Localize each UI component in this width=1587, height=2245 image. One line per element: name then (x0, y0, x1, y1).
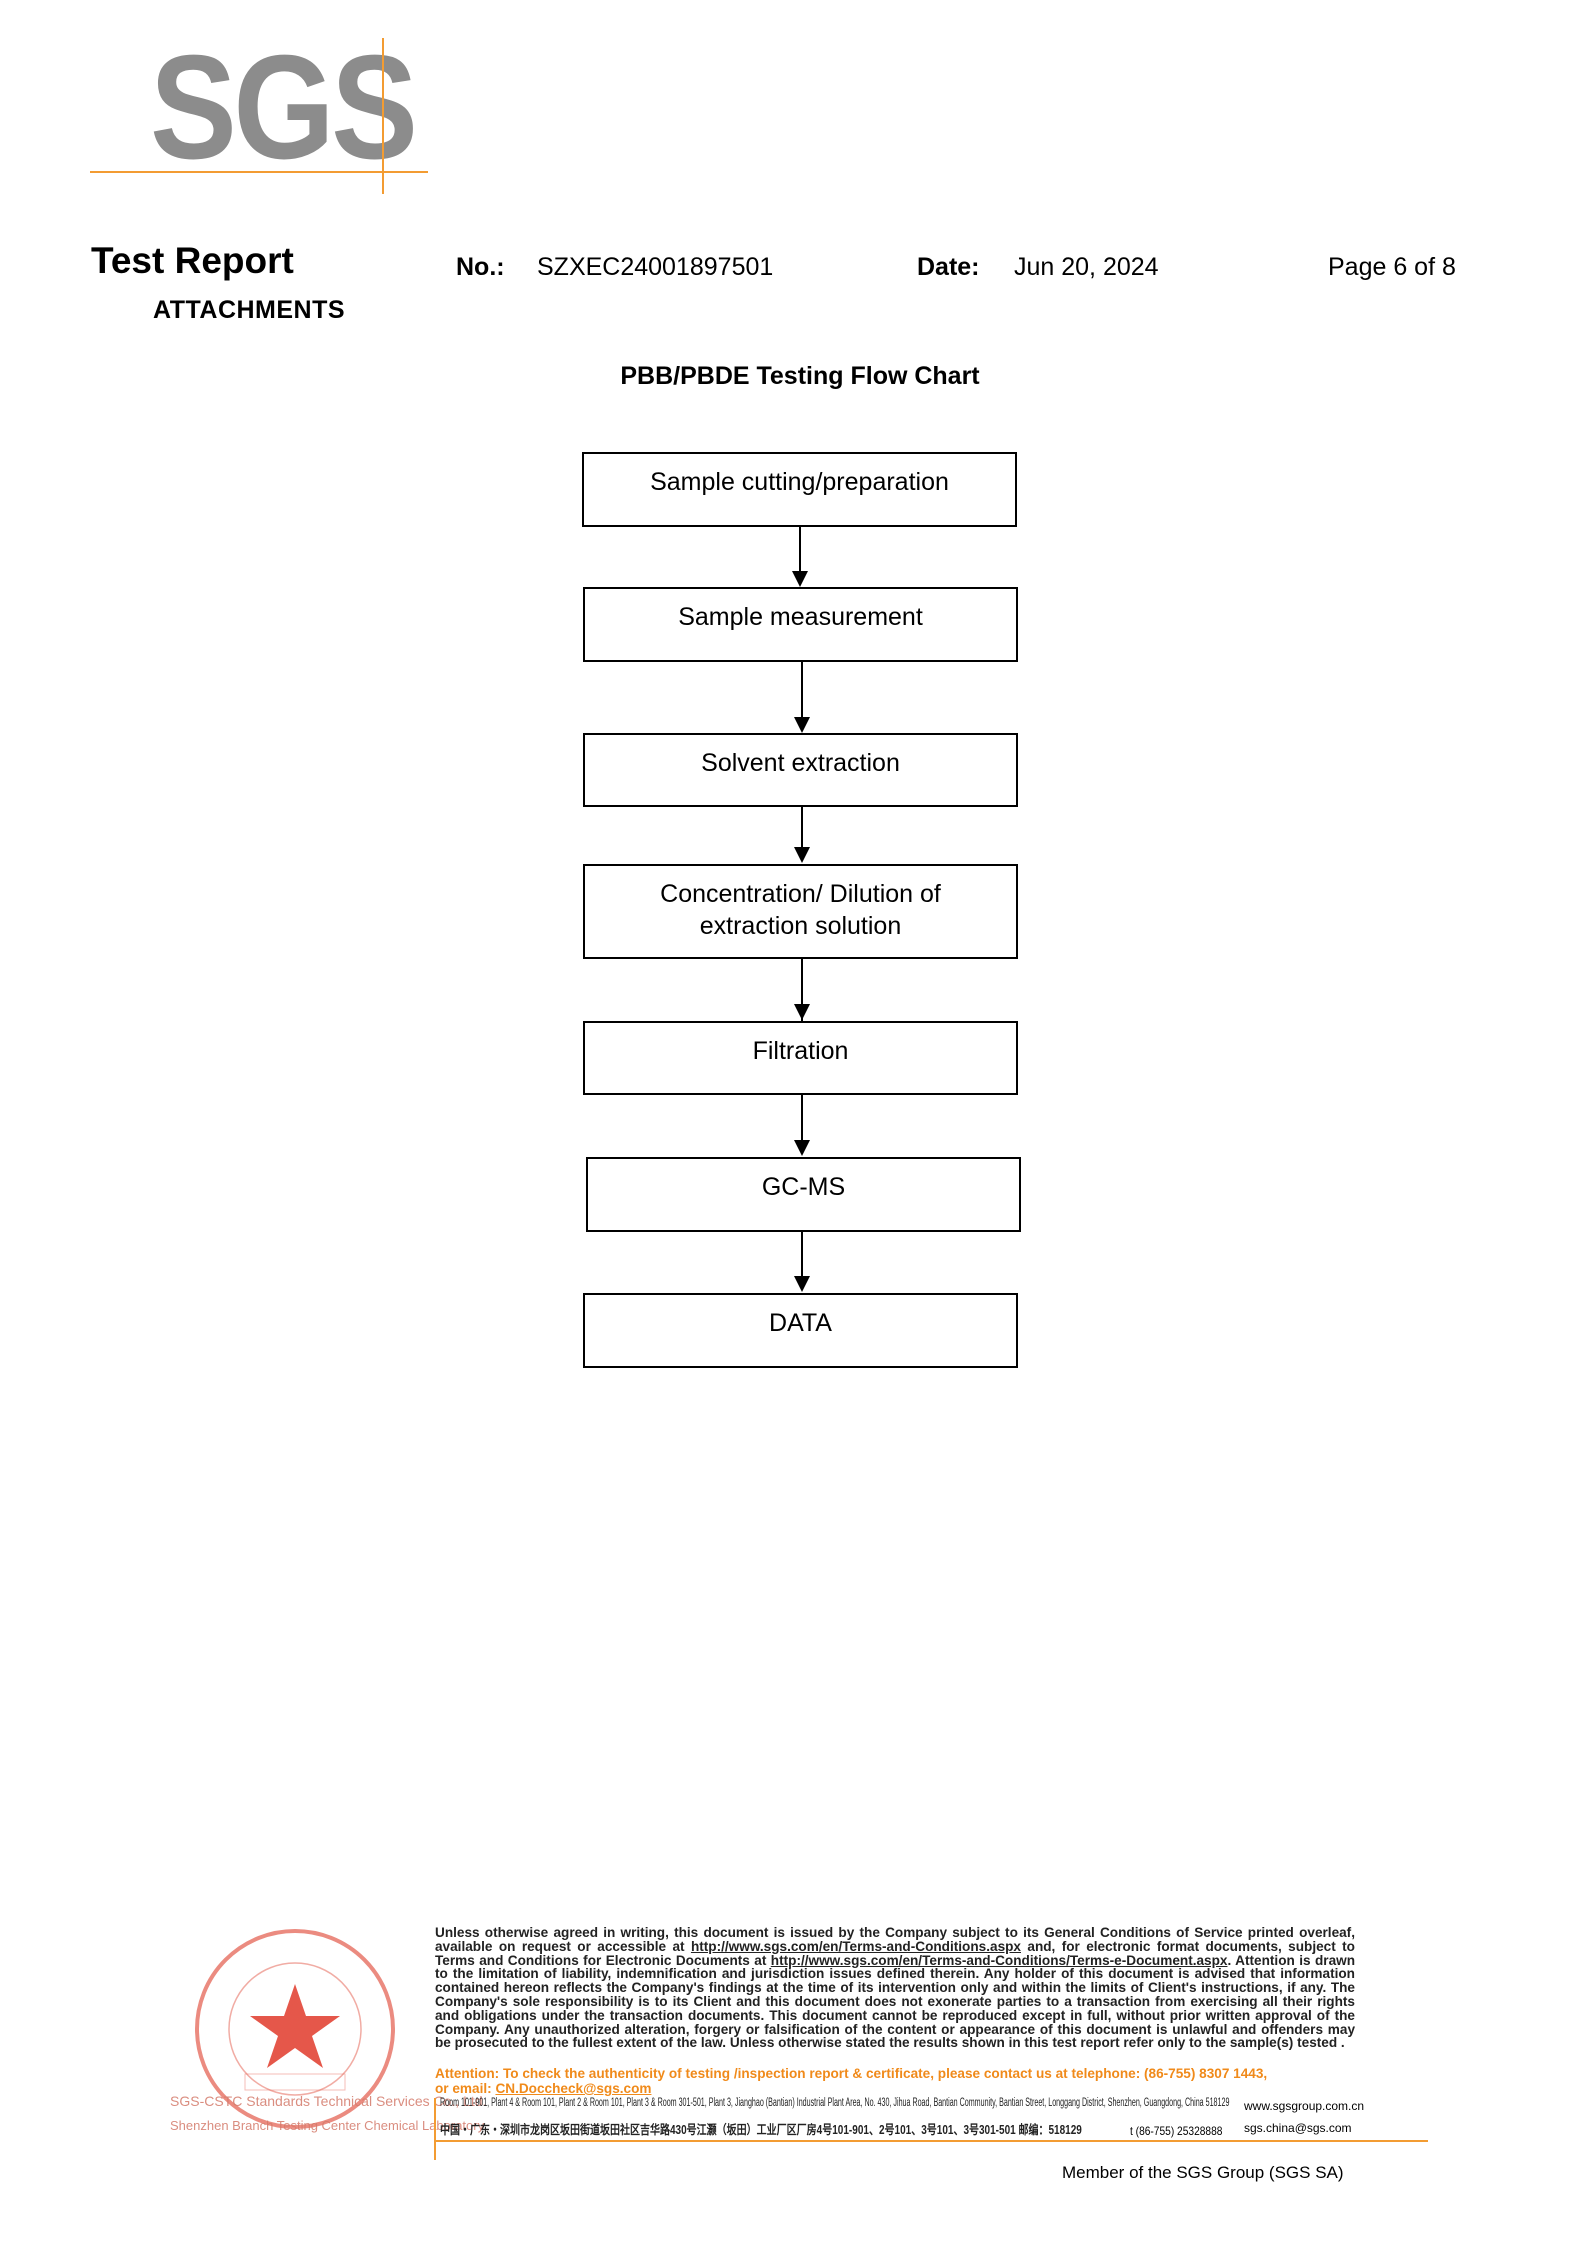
disclaimer-text: . Attention is drawn to the limitation o… (435, 1952, 1356, 2051)
attention-email-prefix: or email: (435, 2081, 496, 2096)
seal-branch-name: Shenzhen Branch Testing Center Chemical … (170, 2118, 485, 2133)
flow-step-label: Concentration/ Dilution of (660, 880, 941, 908)
flow-step-label: extraction solution (699, 912, 902, 940)
arrow-down-icon (794, 1140, 810, 1156)
flow-step-filtration: Filtration (583, 1021, 1018, 1095)
flow-connector (799, 527, 801, 571)
seal-company-name: SGS-CSTC Standards Technical Services Co… (170, 2093, 487, 2109)
arrow-down-icon (794, 847, 810, 863)
flow-step-label: DATA (769, 1309, 832, 1337)
phone-number: t (86-755) 25328888 (1130, 2124, 1223, 2138)
disclaimer-text: and, for electronic format documents, su… (435, 1938, 1355, 1968)
logo-horizontal-rule (90, 171, 428, 173)
report-date-label: Date: (917, 253, 980, 281)
footer-vertical-rule (434, 2098, 436, 2160)
sgs-logo: SGS (150, 25, 418, 190)
email-link[interactable]: sgs.china@sgs.com (1244, 2121, 1352, 2135)
flow-connector (801, 662, 803, 717)
arrow-down-icon (794, 1004, 810, 1020)
page-indicator: Page 6 of 8 (1328, 253, 1456, 281)
flow-connector (801, 807, 803, 847)
report-subtitle: ATTACHMENTS (153, 296, 346, 324)
legal-disclaimer: Unless otherwise agreed in writing, this… (435, 1926, 1355, 2050)
flow-connector (801, 1095, 803, 1140)
disclaimer-text: Unless otherwise agreed in writing, this… (435, 1925, 1355, 1954)
flow-step-concentration-dilution: Concentration/ Dilution of extraction so… (583, 864, 1018, 959)
flow-step-sample-cutting: Sample cutting/preparation (582, 452, 1017, 527)
terms-link[interactable]: http://www.sgs.com/en/Terms-and-Conditio… (690, 1938, 1021, 1954)
footer-horizontal-rule (434, 2140, 1428, 2142)
doccheck-email-link[interactable]: CN.Doccheck@sgs.com (495, 2081, 652, 2096)
flow-step-data: DATA (583, 1293, 1018, 1368)
arrow-down-icon (792, 571, 808, 587)
address-chinese: 中国・广东・深圳市龙岗区坂田街道坂田社区吉华路430号江灏（坂田）工业厂区厂房4… (440, 2123, 1082, 2137)
arrow-down-icon (794, 1276, 810, 1292)
flow-step-sample-measurement: Sample measurement (583, 587, 1018, 662)
authenticity-notice: Attention: To check the authenticity of … (435, 2066, 1355, 2096)
arrow-down-icon (794, 717, 810, 733)
flow-connector (801, 1232, 803, 1276)
address-english: Room 101-901, Plant 4 & Room 101, Plant … (440, 2097, 1230, 2109)
report-number-value: SZXEC24001897501 (537, 253, 774, 281)
company-seal-icon (195, 1929, 395, 2129)
report-title: Test Report (91, 240, 294, 281)
flow-chart-title: PBB/PBDE Testing Flow Chart (620, 362, 980, 390)
logo-vertical-rule (382, 38, 384, 194)
flow-step-label: GC-MS (761, 1173, 846, 1201)
flow-step-label: Filtration (752, 1037, 849, 1065)
report-number-label: No.: (456, 253, 505, 281)
flow-connector (801, 959, 803, 1021)
attention-text: Attention: To check the authenticity of … (435, 2066, 1268, 2081)
sgs-group-membership: Member of the SGS Group (SGS SA) (1062, 2163, 1344, 2182)
e-document-terms-link[interactable]: http://www.sgs.com/en/Terms-and-Conditio… (770, 1952, 1228, 1968)
report-date-value: Jun 20, 2024 (1014, 253, 1159, 281)
flow-step-label: Solvent extraction (701, 749, 900, 777)
flow-step-gc-ms: GC-MS (586, 1157, 1021, 1232)
flow-step-solvent-extraction: Solvent extraction (583, 733, 1018, 807)
flow-step-label: Sample cutting/preparation (650, 468, 949, 496)
flow-step-label: Sample measurement (678, 603, 923, 631)
website-link[interactable]: www.sgsgroup.com.cn (1244, 2099, 1365, 2113)
